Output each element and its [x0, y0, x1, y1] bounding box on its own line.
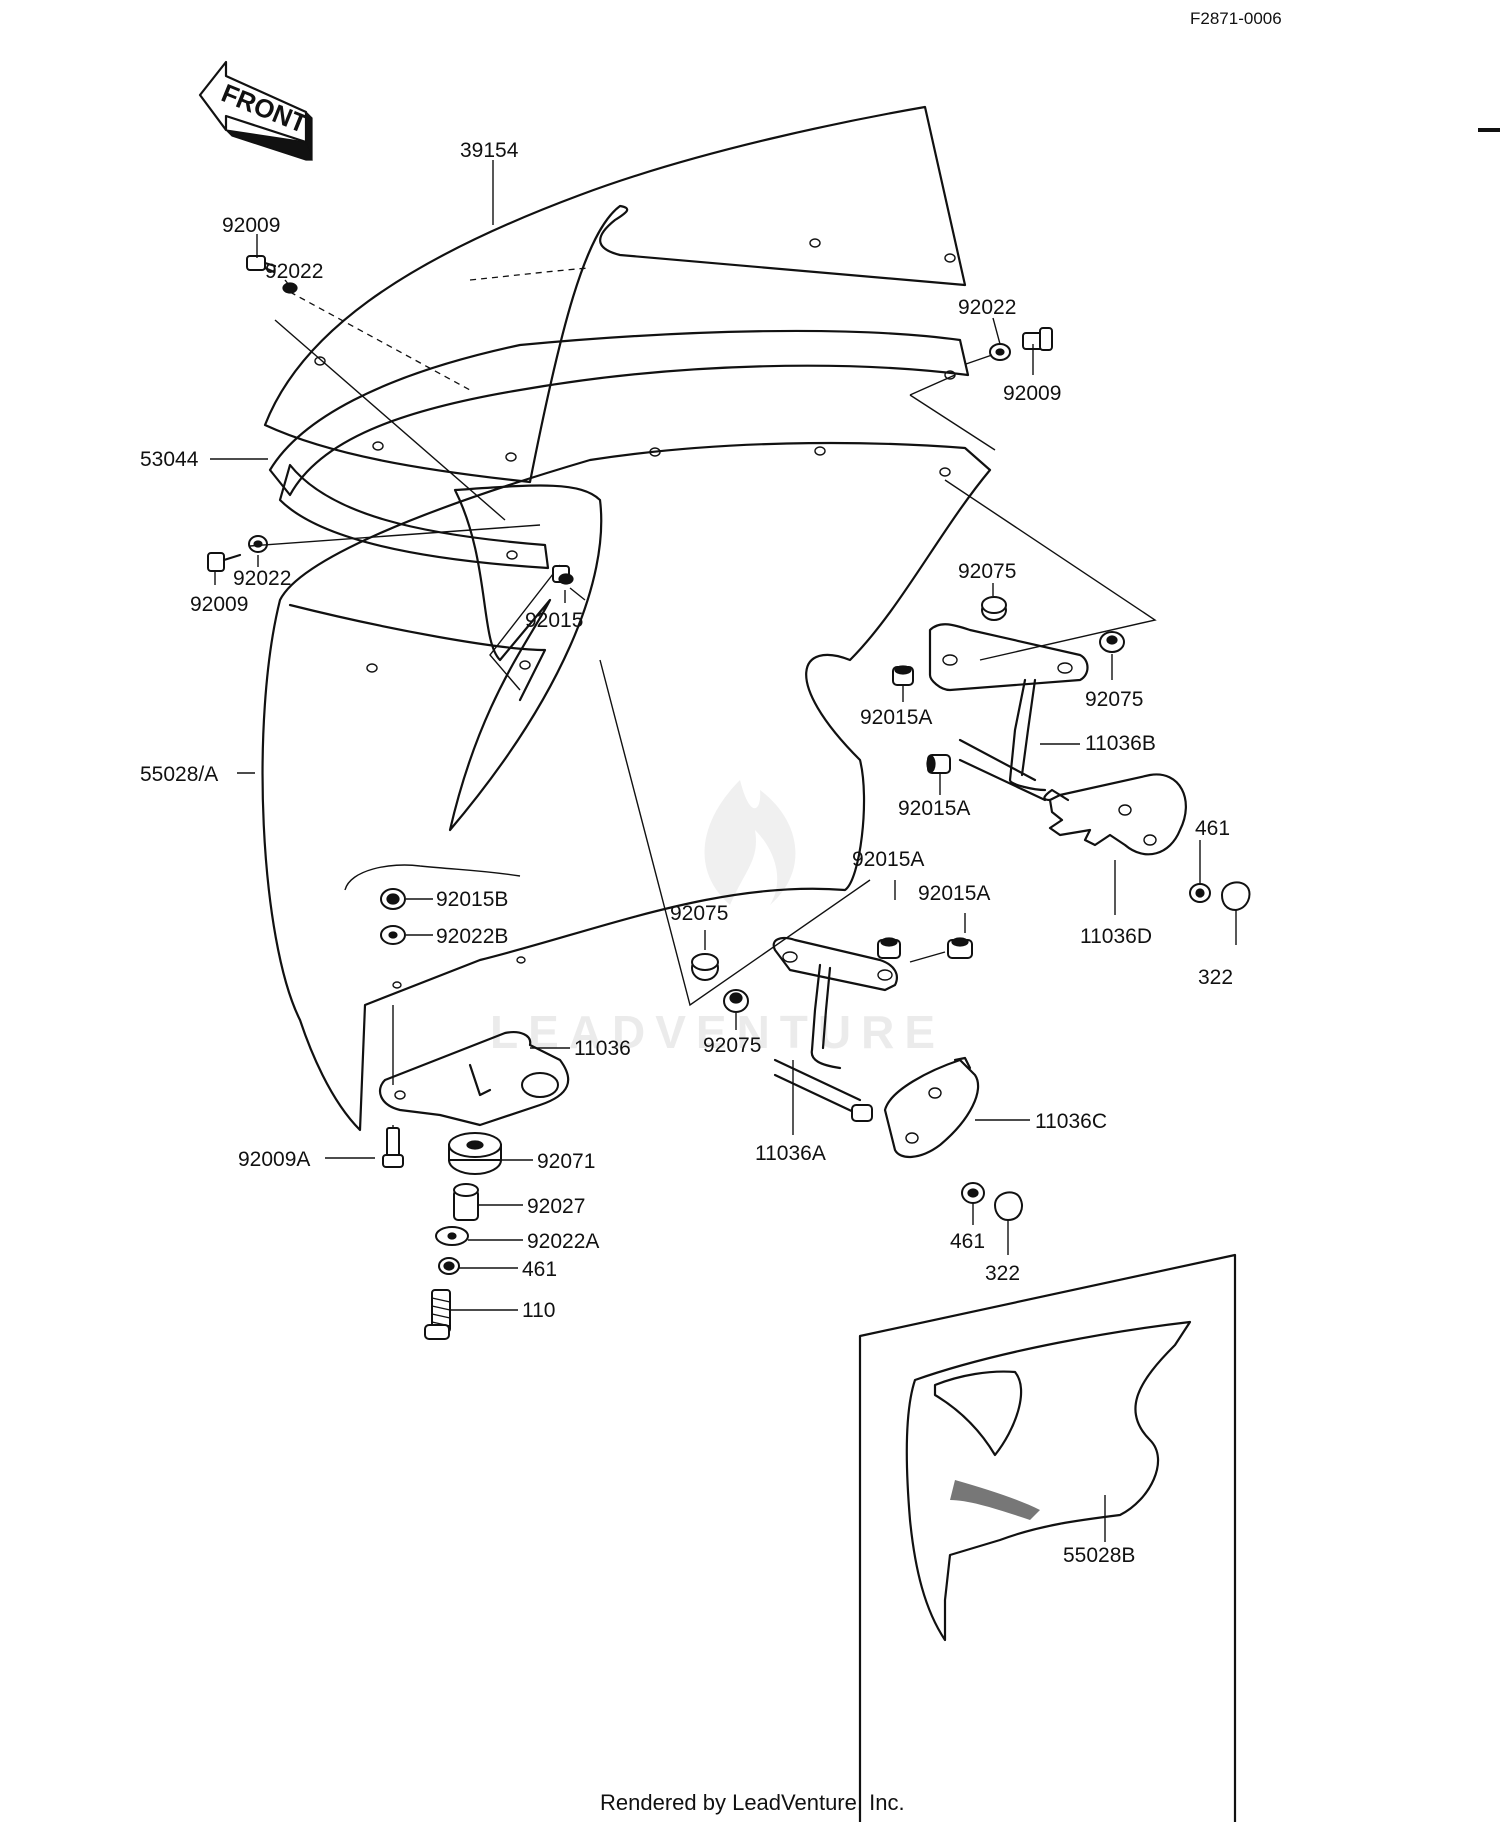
label-11036C: 11036C [1035, 1110, 1107, 1133]
collar-92015A-b-icon [926, 754, 951, 774]
label-55028B: 55028B [1063, 1544, 1135, 1567]
collar-92015A-a-icon [892, 665, 914, 686]
bracket-11036D [1043, 773, 1187, 856]
label-92075-d: 92075 [703, 1034, 761, 1057]
label-92022-mid-left: 92022 [233, 567, 291, 590]
bracket-11036B [928, 623, 1089, 802]
label-461-lower-mid: 461 [950, 1230, 985, 1253]
label-92015A-b: 92015A [898, 797, 970, 820]
watermark-text: LEADVENTURE [490, 1006, 945, 1058]
bolt-92009-top-right-icon [1022, 327, 1053, 351]
grommet-92075-top-icon [981, 596, 1007, 621]
label-92071: 92071 [537, 1150, 595, 1173]
label-92015A-d: 92015A [918, 882, 990, 905]
cap-nut-322-b-icon [993, 1191, 1023, 1222]
label-92022B: 92022B [436, 925, 508, 948]
label-11036D: 11036D [1080, 925, 1152, 948]
label-39154: 39154 [460, 139, 519, 162]
label-55028A: 55028/A [140, 763, 218, 786]
label-92027: 92027 [527, 1195, 585, 1218]
footer-credit: Rendered by LeadVenture, Inc. [600, 1790, 905, 1815]
collar-92027-icon [453, 1183, 479, 1221]
bolt-110-icon [424, 1289, 451, 1340]
label-92009-top-left: 92009 [222, 214, 280, 237]
bracket-11036 [378, 1031, 570, 1127]
label-92009A: 92009A [238, 1148, 310, 1171]
grommet-92075-c-icon [691, 953, 719, 981]
label-92022-top-left: 92022 [265, 260, 323, 283]
grommet-92075-d-icon [723, 989, 749, 1013]
lockwasher-461-b-icon [438, 1257, 460, 1275]
label-110: 110 [522, 1299, 555, 1322]
collar-92015A-d-icon [947, 937, 973, 959]
bolt-92009-mid-left-icon [207, 552, 242, 572]
label-92015B: 92015B [436, 888, 508, 911]
trim-53044 [268, 329, 970, 570]
nut-461-c-icon [961, 1182, 985, 1204]
label-92075-c: 92075 [670, 902, 728, 925]
label-461-lower-left: 461 [522, 1258, 557, 1281]
label-322-lower: 322 [985, 1262, 1020, 1285]
label-322-top: 322 [1198, 966, 1233, 989]
label-92075-right: 92075 [1085, 688, 1143, 711]
label-92009-top-right: 92009 [1003, 382, 1061, 405]
bolt-92009-top-left-icon [246, 255, 277, 274]
washer-92022B-icon [380, 925, 406, 945]
grommet-92075-right-icon [1099, 631, 1125, 653]
bracket-11036A [772, 936, 898, 1117]
bracket-11036C [883, 1056, 980, 1158]
screw-92009A-icon [382, 1127, 404, 1168]
label-92022-top-right: 92022 [958, 296, 1016, 319]
cowl-55028A [261, 441, 992, 1132]
label-11036A: 11036A [755, 1142, 826, 1165]
label-11036: 11036 [574, 1037, 631, 1060]
collar-92015B-icon [380, 888, 406, 910]
label-53044: 53044 [140, 448, 199, 471]
label-92015: 92015 [525, 609, 583, 632]
label-92015A-a: 92015A [860, 706, 932, 729]
watermark: LEADVENTURE [490, 780, 945, 1058]
label-92015A-c: 92015A [852, 848, 924, 871]
label-92022A: 92022A [527, 1230, 599, 1253]
label-11036B: 11036B [1085, 732, 1156, 755]
label-461-top: 461 [1195, 817, 1230, 840]
construction-lines [274, 319, 1157, 1007]
diagram-code: F2871-0006 [1190, 9, 1282, 28]
leader-lines [210, 160, 1237, 1542]
label-92009-mid-left: 92009 [190, 593, 248, 616]
inset-55028B [858, 1253, 1237, 1822]
label-92075-top: 92075 [958, 560, 1016, 583]
collar-92015A-c-icon [877, 937, 901, 959]
washer-92022A-icon [435, 1226, 469, 1246]
washer-92022-top-left-icon [282, 282, 298, 294]
collar-end-11036A-icon [851, 1104, 873, 1122]
grommet-92015-icon [552, 565, 574, 585]
cap-nut-322-a-icon [1220, 881, 1251, 912]
